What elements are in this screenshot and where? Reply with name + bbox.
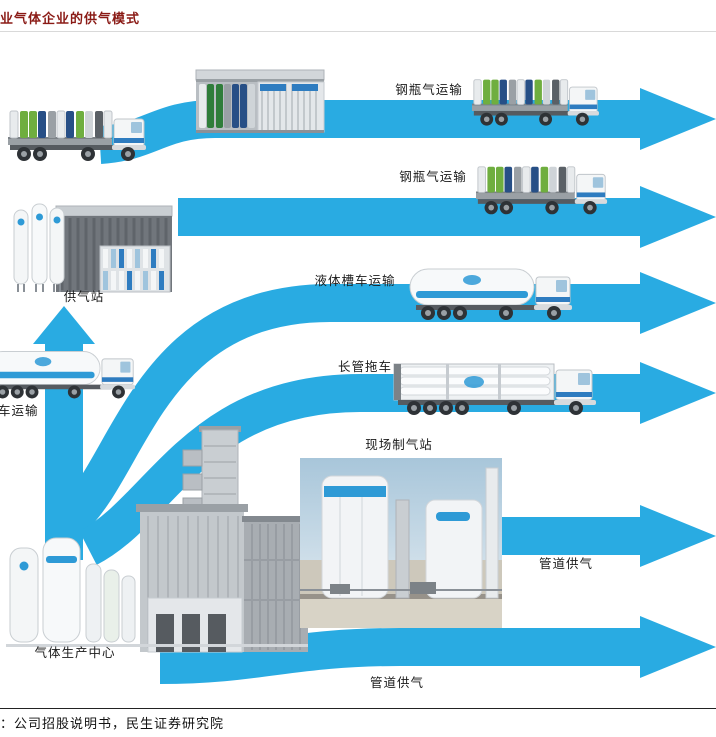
label-onsite-station: 现场制气站 [365, 438, 433, 452]
label-truck-transport: 车运输 [0, 404, 39, 418]
production-center [6, 426, 310, 653]
cylinder-truck-left [7, 110, 147, 162]
onsite-station-photo [300, 458, 502, 628]
figure-title: 业气体企业的供气模式 [0, 11, 141, 26]
flow-label-liquid-tanker: 液体槽车运输 [314, 274, 396, 288]
arrowhead-liquid-tanker [640, 272, 716, 334]
supply-station [13, 203, 173, 293]
label-production-center: 气体生产中心 [34, 646, 116, 660]
arrowhead-tube-trailer [640, 362, 716, 424]
cylinder-station-building [195, 69, 325, 133]
arrowhead-steel-cylinder-mid [640, 186, 716, 248]
arrow-pipeline-bottom [159, 628, 642, 684]
footer-divider [0, 708, 716, 709]
arrowhead-pipeline-right [640, 505, 716, 567]
flow-label-tube-trailer: 长管拖车 [337, 360, 392, 374]
flow-label-pipeline-bottom: 管道供气 [369, 676, 424, 690]
arrowhead-steel-cylinder-top [640, 88, 716, 150]
arrowhead-vertical-to-station [33, 306, 95, 344]
flow-label-steel-cylinder-top: 钢瓶气运输 [395, 83, 463, 97]
arrow-liquid-tanker [56, 284, 642, 535]
figure-source: ：公司招股说明书，民生证券研究院 [0, 716, 225, 731]
arrowhead-pipeline-bottom [640, 616, 716, 678]
flow-label-steel-cylinder-mid: 钢瓶气运输 [399, 170, 467, 184]
title-divider [0, 31, 716, 32]
flow-label-pipeline-right: 管道供气 [538, 557, 593, 571]
arrow-steel-cylinder-top [98, 100, 642, 164]
label-supply-station: 供气站 [63, 290, 105, 304]
